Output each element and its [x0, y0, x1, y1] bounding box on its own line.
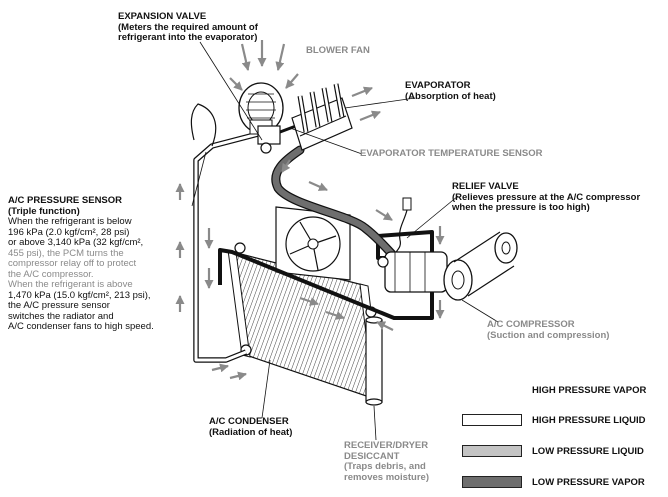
evaporator-temp-sensor-label: EVAPORATOR TEMPERATURE SENSOR: [360, 148, 543, 160]
expansion-valve: [257, 124, 297, 154]
legend-label: HIGH PRESSURE VAPOR: [532, 385, 647, 396]
pressure-sensor-subtitle: (Triple function): [8, 205, 80, 217]
evaporator-desc: (Absorption of heat): [405, 90, 496, 102]
legend-label: LOW PRESSURE LIQUID: [532, 446, 644, 457]
pressure-sensor-line: A/C condenser fans to high speed.: [8, 321, 154, 332]
legend-item-low-pressure-liquid: LOW PRESSURE LIQUID: [462, 445, 668, 459]
evaporator-label: EVAPORATOR (Absorption of heat): [405, 80, 496, 102]
pressure-sensor-line: When the refrigerant is above: [8, 279, 133, 290]
high-pressure-vapor-line: [218, 230, 434, 320]
evaporator-title: EVAPORATOR: [405, 80, 471, 91]
relief-valve-label: RELIEF VALVE (Relieves pressure at the A…: [452, 181, 641, 214]
leader-lines: [191, 41, 499, 441]
compressor-label: A/C COMPRESSOR (Suction and compression): [487, 319, 610, 341]
pressure-sensor-title: A/C PRESSURE SENSOR: [8, 195, 123, 206]
pressure-sensor-line: the A/C pressure sensor: [8, 300, 110, 311]
evaporator: [291, 83, 353, 151]
legend-swatch: [462, 445, 522, 457]
radiator-fan: [275, 206, 351, 281]
relief-valve: [393, 197, 412, 257]
evaporator-temp-sensor-title: EVAPORATOR TEMPERATURE SENSOR: [360, 148, 543, 159]
legend-item-low-pressure-vapor: LOW PRESSURE VAPOR: [462, 476, 668, 490]
condenser-fitting-icon: [234, 242, 246, 254]
pressure-sensor-line: or above 3,140 kPa (32 kgf/cm²,: [8, 237, 144, 248]
legend-swatch: [462, 414, 522, 426]
pressure-sensor-line: the A/C compressor.: [8, 268, 94, 280]
condenser-label: A/C CONDENSER (Radiation of heat): [209, 416, 293, 438]
receiver-dryer: [365, 316, 383, 406]
blower-fan-title: BLOWER FAN: [306, 45, 370, 56]
relief-valve-desc-1: (Relieves pressure at the A/C compressor: [452, 191, 641, 203]
condenser-title: A/C CONDENSER: [209, 416, 289, 427]
pressure-sensor-label: A/C PRESSURE SENSOR (Triple function) Wh…: [8, 195, 154, 333]
compressor-desc: (Suction and compression): [487, 329, 610, 341]
blower-fan-label: BLOWER FAN: [306, 45, 370, 57]
compressor: [377, 231, 518, 301]
receiver-dryer-title-1: RECEIVER/DRYER: [344, 440, 429, 451]
expansion-valve-desc-2: refrigerant into the evaporator): [118, 32, 258, 43]
flow-arrows: [175, 40, 445, 381]
receiver-dryer-title-2: DESICCANT: [344, 450, 400, 462]
pressure-sensor-line: compressor relay off to protect: [8, 258, 137, 269]
receiver-dryer-label: RECEIVER/DRYER DESICCANT (Traps debris, …: [344, 440, 430, 483]
receiver-dryer-desc-2: removes moisture): [344, 471, 430, 483]
expansion-valve-title: EXPANSION VALVE: [118, 11, 207, 22]
legend-item-high-pressure-vapor: HIGH PRESSURE VAPOR: [462, 384, 668, 398]
pressure-sensor-line: switches the radiator and: [8, 310, 114, 322]
compressor-title: A/C COMPRESSOR: [487, 319, 575, 330]
pressure-sensor-line: When the refrigerant is below: [8, 216, 132, 227]
relief-valve-desc-2: when the pressure is too high): [452, 202, 590, 213]
expansion-valve-desc-1: (Meters the required amount of: [118, 21, 258, 33]
pressure-sensor-line: 455 psi), the PCM turns the: [8, 247, 124, 259]
legend-label: LOW PRESSURE VAPOR: [532, 477, 645, 488]
legend-label: HIGH PRESSURE LIQUID: [532, 415, 646, 426]
expansion-valve-label: EXPANSION VALVE (Meters the required amo…: [118, 11, 258, 44]
pressure-sensor-line: 1,470 kPa (15.0 kgf/cm², 213 psi),: [8, 289, 151, 301]
legend-item-high-pressure-liquid: HIGH PRESSURE LIQUID: [462, 414, 668, 428]
receiver-dryer-desc-1: (Traps debris, and: [344, 461, 426, 472]
legend-swatch: [462, 476, 522, 488]
condenser-desc: (Radiation of heat): [209, 426, 293, 438]
pressure-sensor-line: 196 kPa (2.0 kgf/cm², 28 psi): [8, 226, 130, 238]
relief-valve-title: RELIEF VALVE: [452, 181, 519, 192]
